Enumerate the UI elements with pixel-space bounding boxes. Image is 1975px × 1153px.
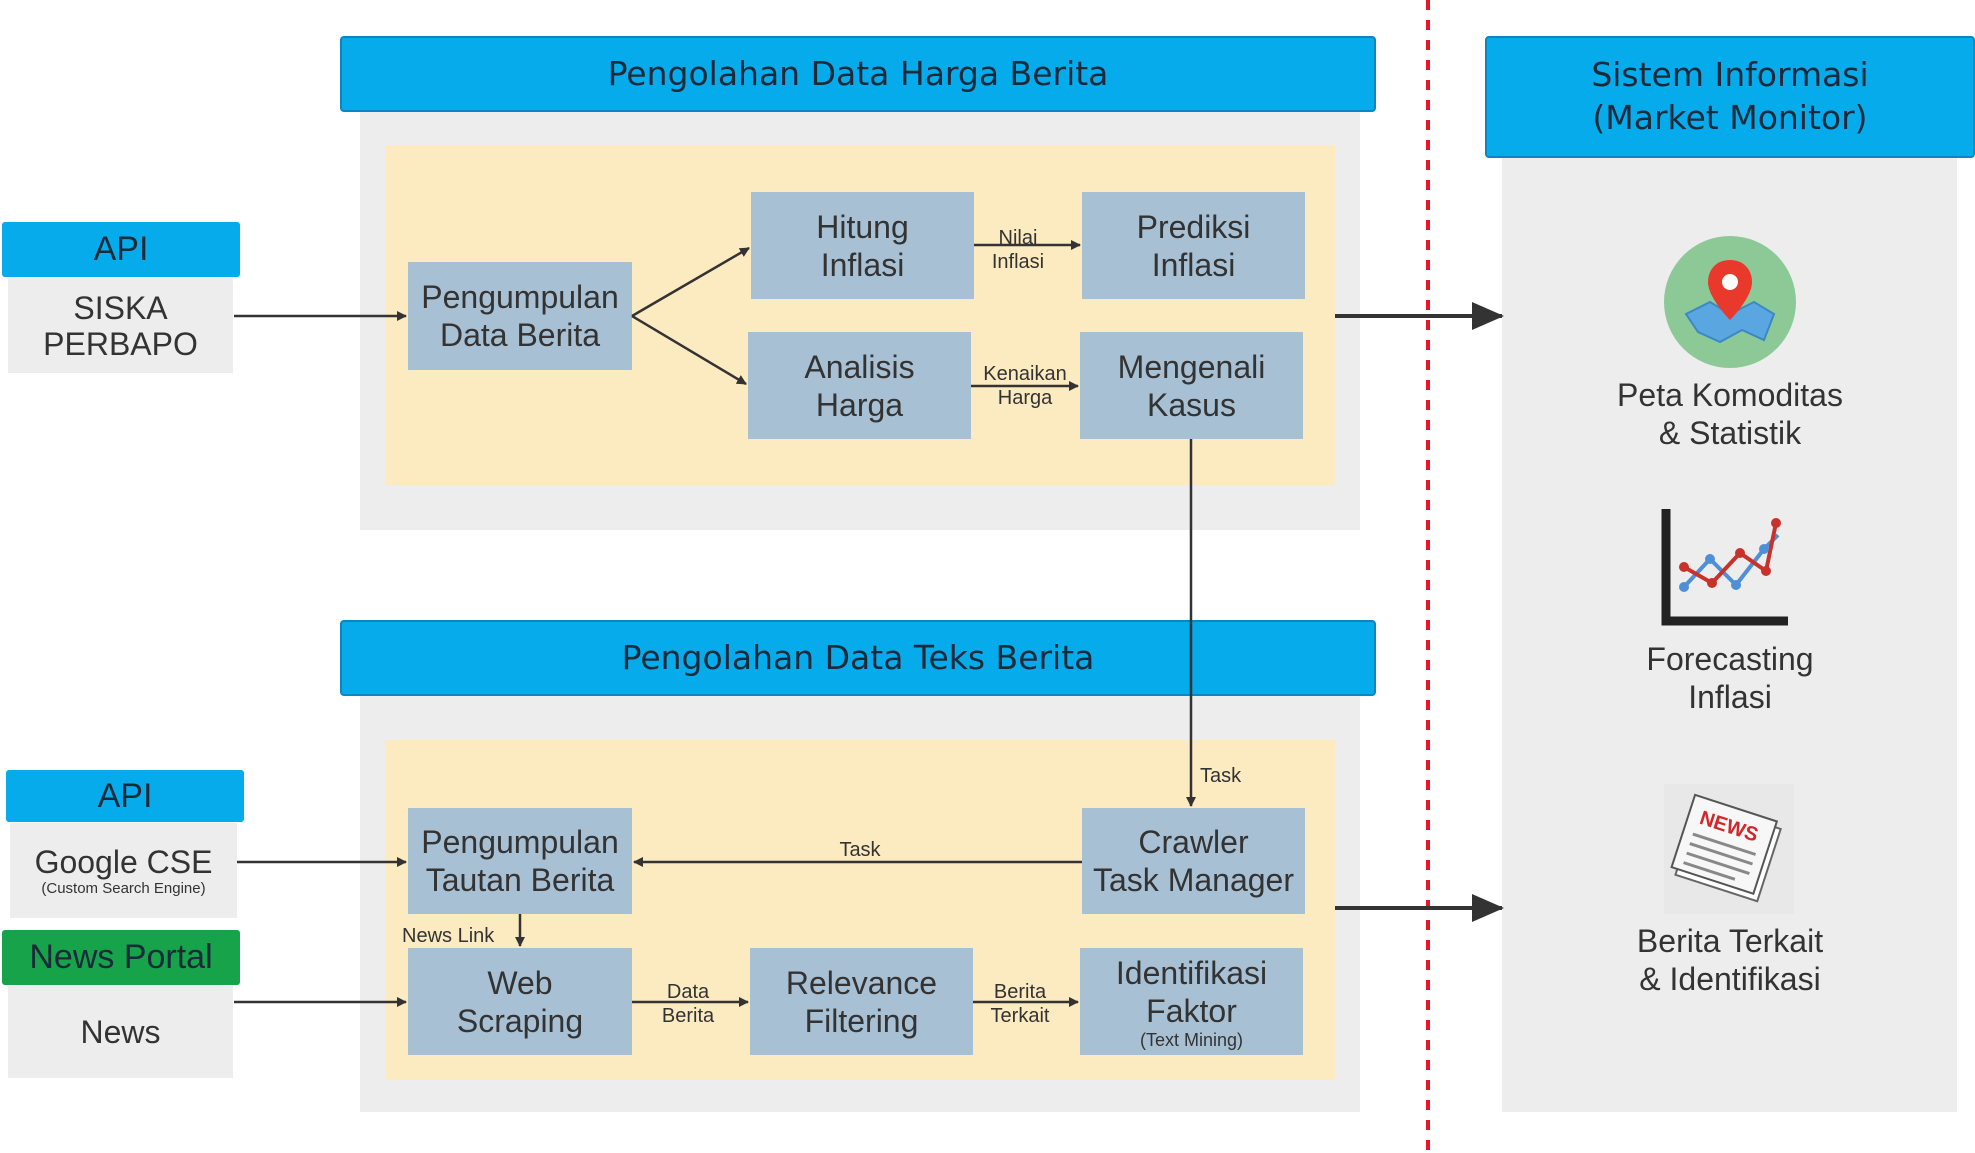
arrow-to-analisis — [631, 314, 747, 386]
output-label-peta-komoditas: Peta Komoditas & Statistik — [1617, 377, 1843, 451]
edge-label-data-berita: Data Berita — [661, 981, 715, 1027]
google-cse-source: Google CSE (Custom Search Engine) — [10, 823, 237, 918]
node-crawler-task-manager: Crawler Task Manager — [1082, 808, 1305, 914]
google-api-tag: API — [6, 770, 244, 822]
news-source: News — [8, 986, 233, 1078]
news-portal-tag: News Portal — [2, 930, 240, 985]
output-label-forecasting: Forecasting Inflasi — [1646, 641, 1814, 715]
node-analisis-harga: Analisis Harga — [748, 332, 971, 439]
siska-api-tag: API — [2, 222, 240, 277]
node-identifikasi-faktor: Identifikasi Faktor (Text Mining) — [1080, 948, 1303, 1055]
newspaper-icon: NEWS — [1664, 784, 1794, 914]
node-pengumpulan-tautan-berita: Pengumpulan Tautan Berita — [408, 808, 632, 914]
identifikasi-faktor-label: Identifikasi Faktor — [1115, 954, 1268, 1029]
text-section-header: Pengolahan Data Teks Berita — [340, 620, 1376, 696]
google-cse-note: (Custom Search Engine) — [41, 879, 206, 897]
identifikasi-faktor-note: (Text Mining) — [1139, 1029, 1244, 1050]
siska-source: SISKA PERBAPO — [8, 278, 233, 373]
price-section-header: Pengolahan Data Harga Berita — [340, 36, 1376, 112]
edge-label-kenaikan-harga: Kenaikan Harga — [983, 363, 1067, 409]
google-cse-label: Google CSE — [34, 843, 213, 880]
edge-label-news-link: News Link — [402, 925, 495, 947]
node-pengumpulan-data-berita: Pengumpulan Data Berita — [408, 262, 632, 370]
node-prediksi-inflasi: Prediksi Inflasi — [1082, 192, 1305, 299]
edge-label-task-down: Task — [1200, 765, 1242, 787]
node-web-scraping: Web Scraping — [408, 948, 632, 1055]
line-chart-icon — [1661, 509, 1788, 626]
edge-label-berita-terkait: Berita Terkait — [990, 981, 1050, 1027]
node-mengenali-kasus: Mengenali Kasus — [1080, 332, 1303, 439]
edge-label-nilai-inflasi: Nilai Inflasi — [991, 227, 1045, 273]
node-hitung-inflasi: Hitung Inflasi — [751, 192, 974, 299]
edge-label-task-left: Task — [839, 839, 881, 861]
arrow-to-hitung — [631, 246, 750, 318]
map-pin-icon — [1664, 236, 1796, 368]
system-header: Sistem Informasi (Market Monitor) — [1485, 36, 1975, 158]
node-relevance-filtering: Relevance Filtering — [750, 948, 973, 1055]
output-label-berita-terkait: Berita Terkait & Identifikasi — [1636, 923, 1824, 997]
